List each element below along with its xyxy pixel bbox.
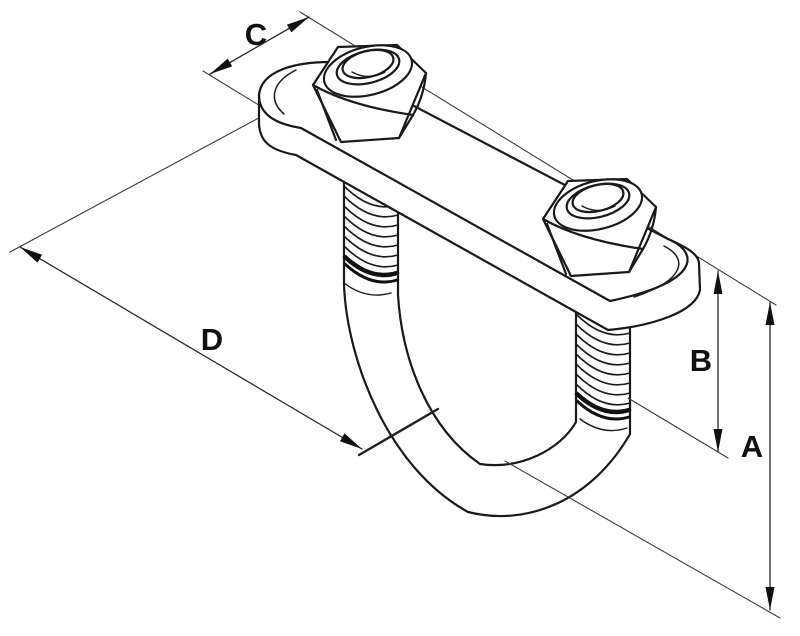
arrowhead-b-top [713,271,723,294]
thread-left [342,185,400,296]
dimension-a: A [741,301,775,611]
u-bolt-outer-edge [342,180,632,518]
dimension-d: D [19,246,363,450]
thread-ring [575,383,631,406]
arrowhead-d-upper [20,247,43,263]
dim-label-b: B [690,343,712,378]
thread-runout-band [343,262,399,284]
extension-line-b-lower [627,397,729,459]
thread-ring [575,343,631,366]
thread-ring [575,363,631,386]
thread-ring [343,245,399,268]
plate-right-cap-edge [608,237,689,303]
extension-tick-d-lower [357,407,440,457]
thread-right [574,313,632,432]
bend-tangent-line-left [343,282,392,296]
u-bolt-body [342,180,632,518]
plate-left-cap-edge [257,93,303,130]
thread-ring [575,333,631,356]
arrowhead-a-bottom [765,587,775,610]
u-bolt-tube-fill [344,182,630,517]
plate-fillet-left [273,69,297,115]
plate-front-top-edge [299,126,612,303]
thread-ring [343,225,399,248]
arrowhead-c-lower [210,58,233,74]
u-bolt-inner-edge [396,208,578,467]
plate-fillet-right [633,245,680,298]
dim-label-a: A [741,429,763,464]
thread-ring [343,235,399,258]
arrowhead-b-bottom [713,429,723,452]
arrowhead-d-lower [339,433,362,449]
dimension-c: C [209,16,310,75]
thread-ring [575,353,631,376]
dimension-line-d [19,246,363,450]
thread-runout-band [575,399,631,421]
arrowhead-a-top [765,302,775,325]
thread-runout-band [574,391,632,415]
thread-ring [575,323,631,346]
thread-ring [575,373,631,396]
thread-ring [343,205,399,228]
thread-runout-band [342,254,400,278]
extension-lines-front [357,397,781,619]
dim-label-c: C [245,17,267,52]
dim-label-d: D [201,322,223,357]
thread-ring [575,313,631,336]
extension-line-a-lower [504,460,781,619]
bend-tangent-line-right [579,418,628,432]
thread-ring [343,195,399,218]
dimension-b: B [690,270,723,453]
thread-ring [343,215,399,238]
arrowhead-c-upper [286,17,309,33]
